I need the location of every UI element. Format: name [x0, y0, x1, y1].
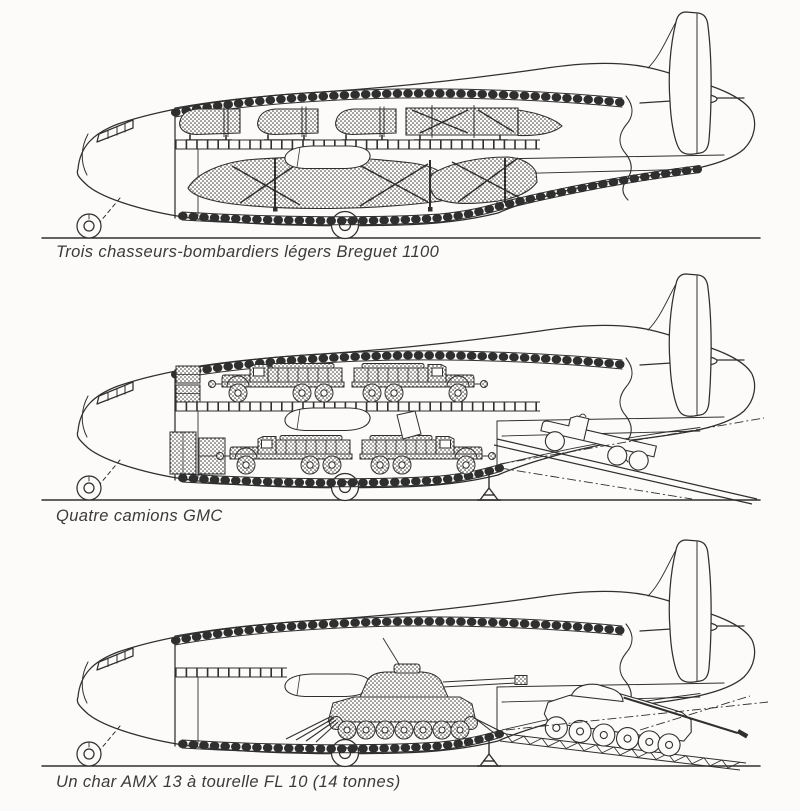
barrel-stack — [175, 365, 201, 403]
loading-ramp — [493, 438, 758, 505]
panel-breguet-1100 — [42, 12, 760, 239]
wing-fairing — [284, 145, 371, 170]
caption-gmc-trucks: Quatre camions GMC — [56, 507, 223, 525]
door-swing-lines — [499, 417, 765, 500]
door-swing-lines — [505, 695, 769, 731]
tie-down-ropes — [285, 715, 507, 743]
caption-amx-13: Un char AMX 13 à tourelle FL 10 (14 tonn… — [56, 773, 401, 791]
tank-inside — [285, 637, 528, 743]
cargo-fighter-bombers — [178, 105, 563, 212]
cargo-amx-13 — [285, 637, 769, 771]
fighter-upper-deck-load — [178, 105, 563, 141]
fighter-lower-deck-load — [187, 156, 538, 212]
panel-amx-13 — [42, 540, 769, 771]
panel-gmc-trucks — [42, 274, 765, 505]
caption-breguet-1100: Trois chasseurs-bombardiers légers Bregu… — [56, 243, 440, 261]
wing-fairing — [284, 407, 371, 432]
cargo-gmc-trucks — [169, 363, 765, 505]
open-hatch-panel — [396, 410, 422, 440]
tank-on-ramp — [543, 683, 749, 757]
wing-fairing — [284, 673, 371, 698]
